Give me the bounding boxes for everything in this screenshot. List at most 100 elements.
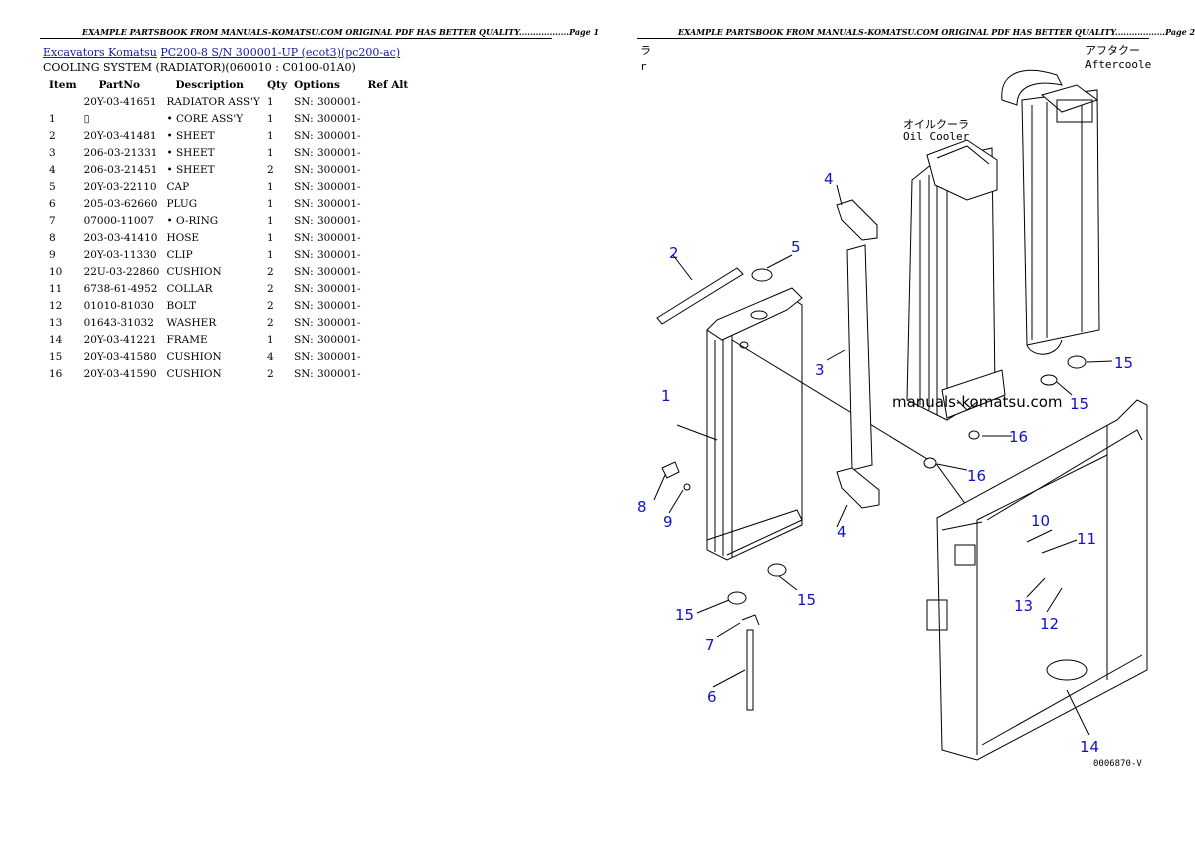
cell-options: SN: 300001- xyxy=(294,231,361,244)
cell-partno: 20Y-03-41481 xyxy=(83,129,157,142)
breadcrumb-link-model[interactable]: PC200-8 S/N 300001-UP (ecot3)(pc200-ac) xyxy=(160,46,401,59)
cell-item: 11 xyxy=(49,282,63,295)
callout-10: 10 xyxy=(1031,512,1050,530)
callout-15-left: 15 xyxy=(675,606,694,624)
callout-15-mid: 15 xyxy=(797,591,816,609)
callout-4-lower: 4 xyxy=(837,523,847,541)
cell-item: 15 xyxy=(49,350,63,363)
cell-partno: 01010-81030 xyxy=(83,299,154,312)
callout-16-upper: 16 xyxy=(1009,428,1028,446)
cell-description: • CORE ASS'Y xyxy=(166,112,244,125)
cell-options: SN: 300001- xyxy=(294,282,361,295)
cell-ref-alt xyxy=(365,280,413,297)
oil-cooler-label-jp: オイルクーラ xyxy=(903,118,969,131)
cell-description: CAP xyxy=(166,180,190,193)
col-header-options: Options xyxy=(294,78,340,91)
frame-14-drawing xyxy=(926,399,1148,761)
callout-16-lower: 16 xyxy=(967,467,986,485)
aftercooler-label-jp: アフタクー xyxy=(1085,44,1140,57)
cell-qty: 2 xyxy=(266,316,274,329)
cell-qty: 4 xyxy=(266,350,274,363)
cell-ref-alt xyxy=(365,110,413,127)
cell-ref-alt xyxy=(365,93,413,110)
clip-9-drawing xyxy=(741,614,760,626)
breadcrumb-link-excavators[interactable]: Excavators Komatsu xyxy=(43,46,157,59)
o-ring-7-drawing xyxy=(683,483,691,491)
callout-8: 6 xyxy=(707,688,717,706)
cell-options: SN: 300001- xyxy=(294,333,361,346)
aftercooler-drawing xyxy=(1001,69,1100,355)
cell-options: SN: 300001- xyxy=(294,214,361,227)
cell-description: COLLAR xyxy=(166,282,213,295)
cell-ref-alt xyxy=(365,178,413,195)
sheet-2-drawing xyxy=(656,267,744,325)
cell-ref-alt xyxy=(365,144,413,161)
callout-12: 12 xyxy=(1040,615,1059,633)
page-1-header: EXAMPLE PARTSBOOK FROM MANUALS-KOMATSU.C… xyxy=(82,27,600,37)
cell-qty: 2 xyxy=(266,282,274,295)
cell-item: 16 xyxy=(49,367,63,380)
cell-item: 7 xyxy=(49,214,56,227)
col-header-description: Description xyxy=(175,78,244,91)
cell-ref-alt xyxy=(365,195,413,212)
cell-options: SN: 300001- xyxy=(294,146,361,159)
callout-11: 11 xyxy=(1077,530,1096,548)
cell-ref-alt xyxy=(365,331,413,348)
col-header-item: Item xyxy=(49,78,77,91)
callout-15-right-upper: 15 xyxy=(1114,354,1133,372)
cell-item: 3 xyxy=(49,146,56,159)
cell-ref-alt xyxy=(365,246,413,263)
col-header-partno: PartNo xyxy=(98,78,140,91)
cell-description: CUSHION xyxy=(166,367,222,380)
callout-3: 3 xyxy=(815,361,825,379)
breadcrumb: Excavators Komatsu PC200-8 S/N 300001-UP… xyxy=(43,46,400,59)
cell-partno: 01643-31032 xyxy=(83,316,154,329)
cell-partno: 205-03-62660 xyxy=(83,197,158,210)
cell-ref-alt xyxy=(365,229,413,246)
cell-ref-alt xyxy=(365,297,413,314)
cell-item: 13 xyxy=(49,316,63,329)
cell-item: 10 xyxy=(49,265,63,278)
cell-description: HOSE xyxy=(166,231,200,244)
parts-table: Item PartNo Description Qty Options Ref … xyxy=(46,76,412,382)
drawing-code: 0006870-V xyxy=(1093,759,1142,769)
page-1-header-rule xyxy=(40,38,552,39)
callout-7: 9 xyxy=(663,513,673,531)
cell-qty: 1 xyxy=(266,197,274,210)
cell-options: SN: 300001- xyxy=(294,163,361,176)
cell-qty: 1 xyxy=(266,180,274,193)
cell-ref-alt xyxy=(365,348,413,365)
cell-ref-alt xyxy=(365,161,413,178)
callout-13: 13 xyxy=(1014,597,1033,615)
cell-ref-alt xyxy=(365,212,413,229)
cell-description: FRAME xyxy=(166,333,208,346)
cell-partno: 20Y-03-41580 xyxy=(83,350,157,363)
cell-qty: 2 xyxy=(266,265,274,278)
cell-partno: 20Y-03-11330 xyxy=(83,248,157,261)
cushion-16-a-drawing xyxy=(968,430,980,440)
oil-cooler-label-en: Oil Cooler xyxy=(903,130,970,143)
cell-description: RADIATOR ASS'Y xyxy=(166,95,260,108)
cell-item: 4 xyxy=(49,163,56,176)
cell-item: 12 xyxy=(49,299,63,312)
exploded-parts-diagram: ラ r アフタクー Aftercoole オイルクーラ Oil Cooler xyxy=(637,40,1152,779)
cell-options: SN: 300001- xyxy=(294,95,361,108)
cell-item: 6 xyxy=(49,197,56,210)
hose-8-drawing xyxy=(746,629,754,711)
cell-item: 5 xyxy=(49,180,56,193)
cell-description: WASHER xyxy=(166,316,217,329)
cell-description: CUSHION xyxy=(166,350,222,363)
callout-9: 7 xyxy=(705,636,715,654)
edge-mark-1: ラ xyxy=(640,44,651,57)
edge-mark-2: r xyxy=(640,60,647,73)
cell-partno: 206-03-21451 xyxy=(83,163,158,176)
